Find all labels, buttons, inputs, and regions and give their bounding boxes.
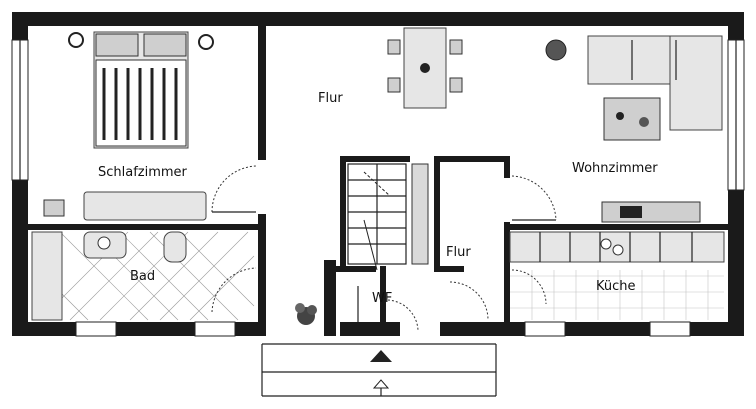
interior-walls xyxy=(28,26,728,336)
plant-icon xyxy=(295,303,317,325)
bathroom-fixtures xyxy=(31,231,255,321)
sofa xyxy=(545,35,723,223)
bed xyxy=(68,31,214,149)
room-label-bad: Bad xyxy=(130,269,155,284)
kitchen-fixtures xyxy=(509,231,725,320)
entrance-marker-icon xyxy=(372,379,390,396)
room-label-flur-top: Flur xyxy=(318,91,343,106)
room-label-schlafzimmer: Schlafzimmer xyxy=(98,165,188,180)
doors xyxy=(211,165,557,331)
staircase xyxy=(347,163,429,271)
entrance-arrow-icon xyxy=(370,350,392,362)
entrance xyxy=(261,343,497,397)
room-label-flur-mid: Flur xyxy=(446,245,471,260)
dining-table xyxy=(387,27,463,109)
windows xyxy=(11,39,745,337)
room-label-wf: WF xyxy=(372,291,392,306)
dresser xyxy=(43,191,207,221)
room-label-wohnzimmer: Wohnzimmer xyxy=(572,161,658,176)
room-label-kueche: Küche xyxy=(596,279,636,294)
